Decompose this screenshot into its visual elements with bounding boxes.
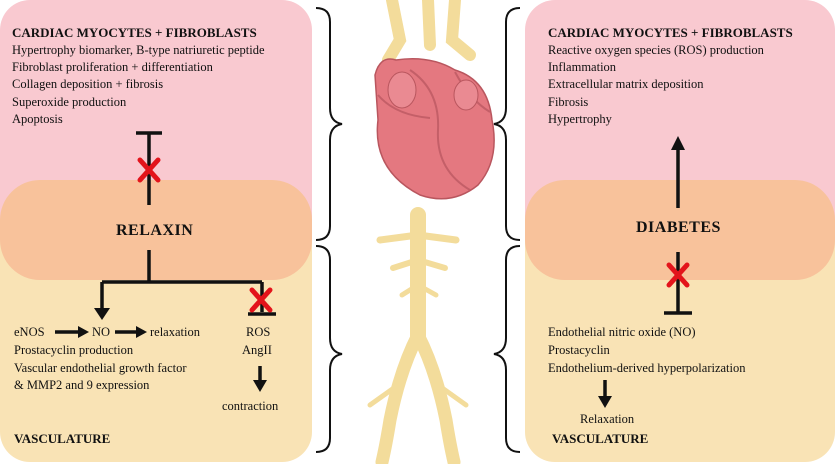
contraction-label: contraction	[222, 399, 279, 413]
left-vasculature-title: VASCULATURE	[14, 431, 111, 446]
right-relaxation-label: Relaxation	[580, 412, 635, 426]
left-cardiac-item: Hypertrophy biomarker, B-type natriureti…	[12, 43, 265, 57]
diabetes-band	[525, 180, 835, 280]
right-vasculature-item: Prostacyclin	[548, 343, 610, 357]
red-x-mark-ros	[249, 287, 273, 313]
red-x-mark-no	[666, 262, 690, 288]
enos-label: eNOS	[14, 325, 45, 339]
diabetes-label: DIABETES	[636, 219, 721, 236]
diabetes-inhibition-arrow	[664, 252, 692, 315]
left-brace-bottom	[315, 245, 343, 453]
left-brace-top	[315, 7, 343, 241]
relaxin-band	[0, 180, 312, 280]
relaxin-label: RELAXIN	[116, 222, 194, 239]
no-label: NO	[92, 325, 111, 339]
relaxin-branch-lines	[100, 250, 276, 316]
heart-illustration	[374, 0, 495, 200]
ros-label: ROS	[246, 325, 271, 339]
right-cardiac-item: Extracellular matrix deposition	[548, 77, 704, 91]
left-cardiac-item: Apoptosis	[12, 112, 63, 126]
right-cardiac-title: CARDIAC MYOCYTES + FIBROBLASTS	[548, 25, 793, 40]
angii-label: AngII	[242, 343, 272, 357]
red-x-mark-cardiac	[137, 157, 161, 183]
right-cardiac-item: Inflammation	[548, 60, 617, 74]
relaxation-label: relaxation	[150, 325, 200, 339]
vasculature-item: & MMP2 and 9 expression	[14, 378, 150, 392]
left-cardiac-title: CARDIAC MYOCYTES + FIBROBLASTS	[12, 25, 257, 40]
left-cardiac-item: Superoxide production	[12, 95, 127, 109]
left-cardiac-item: Collagen deposition + fibrosis	[12, 77, 164, 91]
right-brace-top	[493, 7, 521, 241]
right-cardiac-item: Reactive oxygen species (ROS) production	[548, 43, 764, 57]
right-brace-bottom	[493, 245, 521, 453]
left-cardiac-item: Fibroblast proliferation + differentiati…	[12, 60, 213, 74]
right-vasculature-title: VASCULATURE	[552, 431, 649, 446]
vasculature-item: Prostacyclin production	[14, 343, 134, 357]
arrow-to-enos	[94, 308, 110, 320]
vasculature-item: Vascular endothelial growth factor	[14, 361, 187, 375]
right-cardiac-item: Hypertrophy	[548, 112, 612, 126]
right-cardiac-item: Fibrosis	[548, 95, 589, 109]
right-vasculature-item: Endothelium-derived hyperpolarization	[548, 361, 746, 375]
artery-illustration	[367, 207, 469, 464]
right-vasculature-item: Endothelial nitric oxide (NO)	[548, 325, 696, 339]
